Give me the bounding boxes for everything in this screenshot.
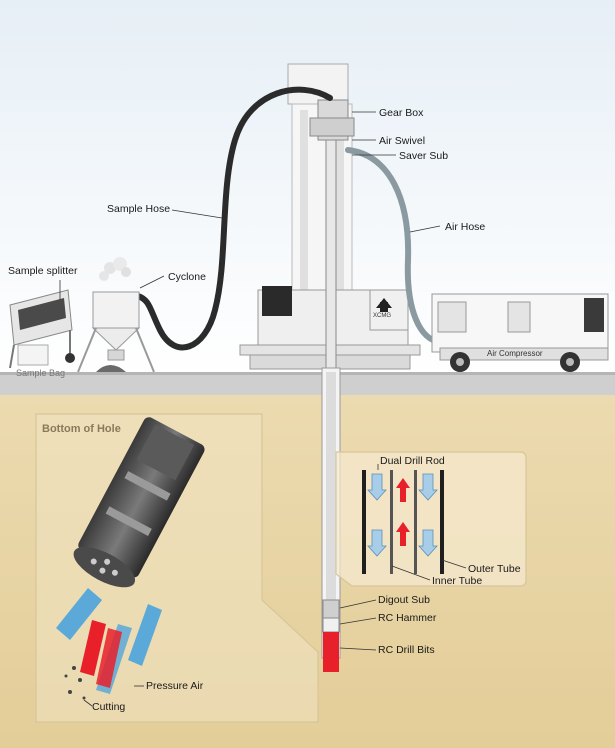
digout-sub xyxy=(322,599,340,619)
rc-hammer-body xyxy=(322,617,340,633)
pressure-air-jet xyxy=(56,588,102,640)
sample-hose xyxy=(135,86,333,351)
bottom-of-hole-inset xyxy=(35,413,319,723)
label-pressure-air: Pressure Air xyxy=(146,680,204,692)
outer-tube-left xyxy=(362,470,366,574)
inner-tube-right xyxy=(414,470,417,574)
cyclone xyxy=(77,257,155,373)
cutting-return-flow xyxy=(80,620,106,676)
label-cyclone: Cyclone xyxy=(168,271,206,283)
label-bottom-of-hole: Bottom of Hole xyxy=(42,423,121,435)
label-air-swivel: Air Swivel xyxy=(379,135,426,147)
inner-tube-left xyxy=(390,470,393,574)
label-digout-sub: Digout Sub xyxy=(378,594,430,606)
label-brand: XCMG xyxy=(373,313,391,319)
air-hose xyxy=(345,147,443,345)
label-outer-tube: Outer Tube xyxy=(468,563,521,575)
label-gear-box: Gear Box xyxy=(379,107,424,119)
label-rc-drill-bits: RC Drill Bits xyxy=(378,644,435,656)
sample-splitter xyxy=(9,289,75,369)
air-compressor xyxy=(431,293,609,372)
label-inner-tube: Inner Tube xyxy=(432,575,483,587)
dual-drill-rod-inset xyxy=(335,451,527,587)
outer-tube-right xyxy=(440,470,444,574)
label-sample-bag: Sample Bag xyxy=(16,368,66,378)
label-air-hose: Air Hose xyxy=(445,221,486,233)
label-sample-splitter: Sample splitter xyxy=(8,265,78,277)
bit-face xyxy=(73,546,136,588)
label-rc-hammer: RC Hammer xyxy=(378,612,437,624)
ground-surface xyxy=(0,372,615,396)
leader-lines xyxy=(59,111,441,300)
label-air-compressor: Air Compressor xyxy=(487,349,543,358)
label-sample-hose: Sample Hose xyxy=(107,203,171,215)
rc-drill-bit xyxy=(323,632,339,672)
label-saver-sub: Saver Sub xyxy=(399,150,449,162)
drill-string xyxy=(321,139,341,672)
label-dual-drill-rod: Dual Drill Rod xyxy=(380,455,445,467)
label-cutting: Cutting xyxy=(92,701,126,713)
